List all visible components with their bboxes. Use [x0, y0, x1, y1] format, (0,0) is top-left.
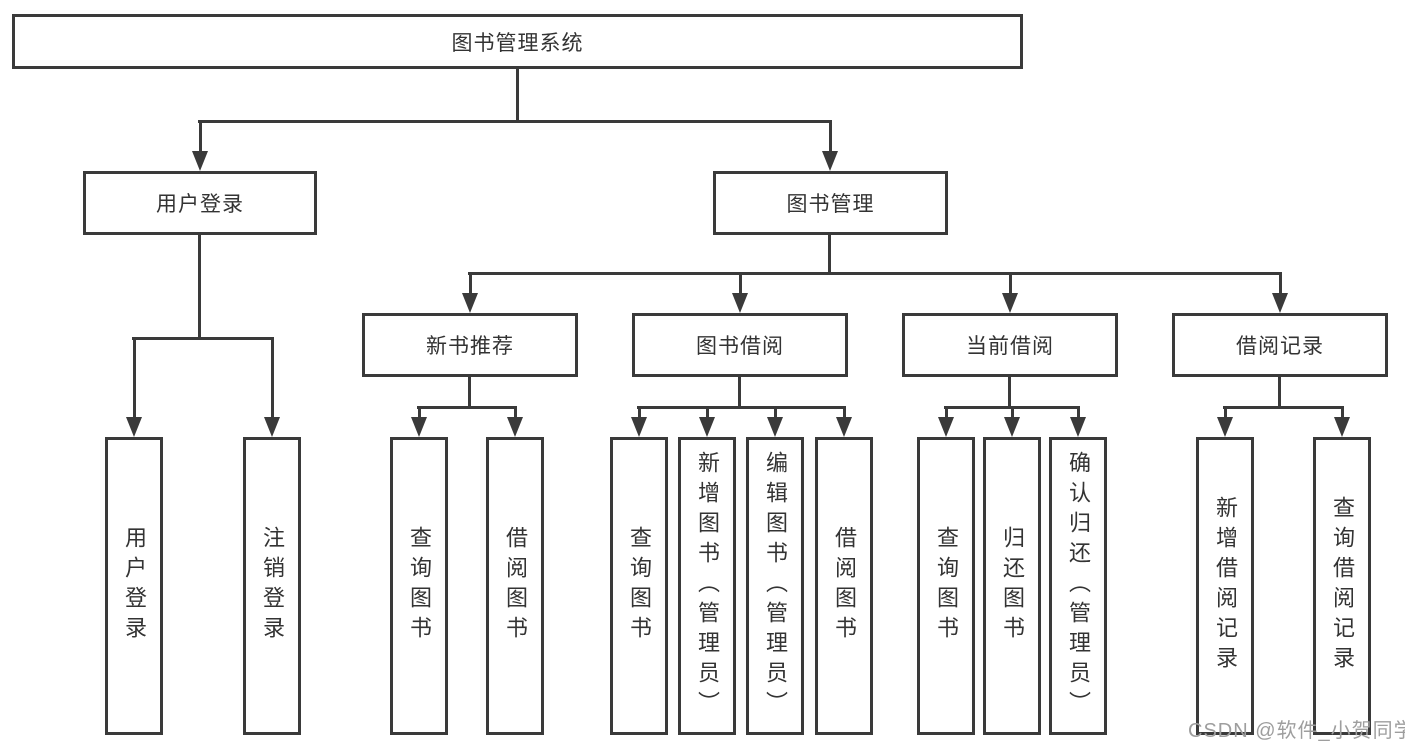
- arrowhead-down-icon: [1002, 293, 1018, 313]
- connector-arrow-line: [773, 406, 777, 419]
- connector-line: [468, 272, 1282, 275]
- node-current-borrow-label: 当前借阅: [966, 335, 1054, 358]
- connector-arrow-line: [513, 406, 517, 419]
- leaf-borrow-query-books-label: 查询图书: [627, 526, 652, 646]
- leaf-recommend-borrow-books: 借阅图书: [486, 437, 544, 735]
- leaf-records-query-record-label: 查询借阅记录: [1330, 496, 1355, 676]
- arrowhead-down-icon: [462, 293, 478, 313]
- leaf-current-query-books: 查询图书: [917, 437, 975, 735]
- connector-line: [1008, 377, 1011, 409]
- node-borrow-records-label: 借阅记录: [1236, 335, 1324, 358]
- arrowhead-down-icon: [836, 417, 852, 437]
- arrowhead-down-icon: [822, 151, 838, 171]
- arrowhead-down-icon: [411, 417, 427, 437]
- connector-arrow-line: [1340, 406, 1344, 419]
- arrowhead-down-icon: [507, 417, 523, 437]
- connector-arrow-line: [132, 337, 136, 419]
- node-user-login: 用户登录: [83, 171, 317, 235]
- arrowhead-down-icon: [192, 151, 208, 171]
- connector-arrow-line: [1010, 406, 1014, 419]
- arrowhead-down-icon: [767, 417, 783, 437]
- leaf-borrow-edit-books-admin-label: 编辑图书（管理员）: [763, 451, 788, 721]
- node-borrow-records: 借阅记录: [1172, 313, 1388, 377]
- arrowhead-down-icon: [938, 417, 954, 437]
- connector-arrow-line: [270, 337, 274, 419]
- connector-line: [198, 235, 201, 339]
- arrowhead-down-icon: [264, 417, 280, 437]
- connector-arrow-line: [842, 406, 846, 419]
- connector-arrow-line: [198, 120, 202, 153]
- node-book-management-label: 图书管理: [786, 193, 875, 216]
- connector-line: [516, 69, 519, 123]
- connector-arrow-line: [417, 406, 421, 419]
- leaf-borrow-add-books-admin-label: 新增图书（管理员）: [695, 451, 720, 721]
- arrowhead-down-icon: [126, 417, 142, 437]
- connector-line: [468, 377, 471, 409]
- leaf-borrow-query-books: 查询图书: [610, 437, 668, 735]
- leaf-recommend-query-books: 查询图书: [390, 437, 448, 735]
- arrowhead-down-icon: [1272, 293, 1288, 313]
- node-user-login-label: 用户登录: [156, 193, 244, 216]
- leaf-current-query-books-label: 查询图书: [934, 526, 959, 646]
- arrowhead-down-icon: [699, 417, 715, 437]
- node-new-book-recommend-label: 新书推荐: [426, 335, 514, 358]
- node-book-borrow-label: 图书借阅: [696, 335, 784, 358]
- connector-line: [417, 406, 517, 409]
- connector-arrow-line: [944, 406, 948, 419]
- leaf-records-add-record: 新增借阅记录: [1196, 437, 1254, 735]
- connector-line: [637, 406, 846, 409]
- node-root-label: 图书管理系统: [451, 31, 584, 55]
- leaf-recommend-borrow-books-label: 借阅图书: [503, 526, 528, 646]
- arrowhead-down-icon: [1334, 417, 1350, 437]
- leaf-records-add-record-label: 新增借阅记录: [1213, 496, 1238, 676]
- leaf-current-confirm-return-admin: 确认归还（管理员）: [1049, 437, 1107, 735]
- arrowhead-down-icon: [1217, 417, 1233, 437]
- connector-arrow-line: [705, 406, 709, 419]
- connector-arrow-line: [1076, 406, 1080, 419]
- connector-arrow-line: [738, 272, 742, 295]
- arrowhead-down-icon: [732, 293, 748, 313]
- connector-arrow-line: [468, 272, 472, 295]
- leaf-borrow-borrow-books: 借阅图书: [815, 437, 873, 735]
- connector-line: [828, 235, 831, 275]
- watermark: CSDN @软件_小贺同学: [1188, 720, 1405, 742]
- connector-line: [198, 120, 832, 123]
- connector-line: [1278, 377, 1281, 409]
- connector-line: [738, 377, 741, 409]
- leaf-current-return-books-label: 归还图书: [1000, 526, 1025, 646]
- leaf-borrow-add-books-admin: 新增图书（管理员）: [678, 437, 736, 735]
- node-book-borrow: 图书借阅: [632, 313, 848, 377]
- connector-arrow-line: [828, 120, 832, 153]
- node-root: 图书管理系统: [12, 14, 1023, 69]
- leaf-recommend-query-books-label: 查询图书: [407, 526, 432, 646]
- connector-arrow-line: [1223, 406, 1227, 419]
- connector-line: [132, 337, 274, 340]
- arrowhead-down-icon: [1004, 417, 1020, 437]
- leaf-records-query-record: 查询借阅记录: [1313, 437, 1371, 735]
- arrowhead-down-icon: [1070, 417, 1086, 437]
- leaf-logout: 注销登录: [243, 437, 301, 735]
- node-current-borrow: 当前借阅: [902, 313, 1118, 377]
- arrowhead-down-icon: [631, 417, 647, 437]
- node-new-book-recommend: 新书推荐: [362, 313, 578, 377]
- connector-arrow-line: [1008, 272, 1012, 295]
- leaf-logout-label: 注销登录: [260, 526, 285, 646]
- node-book-management: 图书管理: [713, 171, 948, 235]
- leaf-user-login-label: 用户登录: [122, 526, 147, 646]
- connector-arrow-line: [637, 406, 641, 419]
- leaf-borrow-borrow-books-label: 借阅图书: [832, 526, 857, 646]
- leaf-user-login: 用户登录: [105, 437, 163, 735]
- leaf-current-confirm-return-admin-label: 确认归还（管理员）: [1066, 451, 1091, 721]
- connector-line: [1223, 406, 1344, 409]
- connector-arrow-line: [1278, 272, 1282, 295]
- leaf-borrow-edit-books-admin: 编辑图书（管理员）: [746, 437, 804, 735]
- leaf-current-return-books: 归还图书: [983, 437, 1041, 735]
